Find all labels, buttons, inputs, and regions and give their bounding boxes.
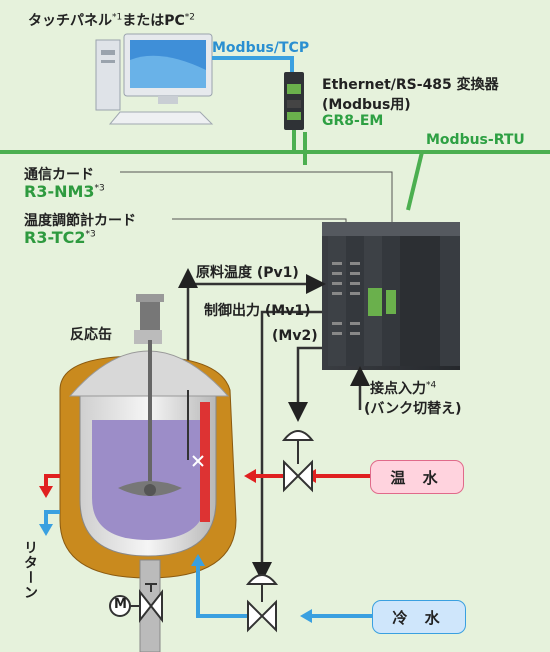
mv2-label: (Mv2)	[272, 328, 318, 344]
cold-water-badge: 冷 水	[372, 600, 466, 634]
modbus-rtu-label: Modbus-RTU	[426, 132, 525, 148]
converter-label: Ethernet/RS-485 変換器	[322, 77, 499, 93]
temp-card-model: R3-TC2*3	[24, 228, 96, 247]
return-label: リターン	[22, 540, 38, 600]
converter-device	[284, 72, 304, 130]
comm-card-model: R3-NM3*3	[24, 182, 105, 201]
return-red	[44, 474, 60, 488]
plc-unit	[322, 222, 460, 370]
panel-title: タッチパネル*1またはPC*2	[28, 12, 196, 29]
mv1-arrow	[252, 310, 322, 582]
mv1-label: 制御出力 (Mv1)	[204, 303, 311, 319]
temp-card-label: 温度調節計カード	[24, 213, 136, 229]
mv2-arrow	[288, 346, 322, 422]
hot-water-badge: 温 水	[370, 460, 464, 494]
reactor-label: 反応缶	[70, 327, 112, 343]
comm-card-label: 通信カード	[24, 167, 94, 183]
contact-input-label: 接点入力*4	[370, 380, 437, 397]
reactor-vessel	[59, 294, 237, 652]
pv1-label: 原料温度 (Pv1)	[196, 265, 299, 281]
return-blue	[44, 510, 60, 526]
valve-cold	[245, 574, 279, 633]
modbus-tcp-label: Modbus/TCP	[212, 40, 310, 56]
bank-switch-label: (バンク切替え)	[364, 401, 462, 417]
modbus-tcp-line	[212, 56, 294, 74]
converter-sublabel: (Modbus用)	[322, 97, 411, 113]
pc-icon	[95, 33, 214, 125]
converter-model: GR8-EM	[322, 113, 384, 129]
plc-drop	[406, 151, 424, 211]
motor-icon	[109, 595, 131, 617]
valve-hot	[281, 430, 315, 493]
motor-label: M	[114, 597, 127, 612]
